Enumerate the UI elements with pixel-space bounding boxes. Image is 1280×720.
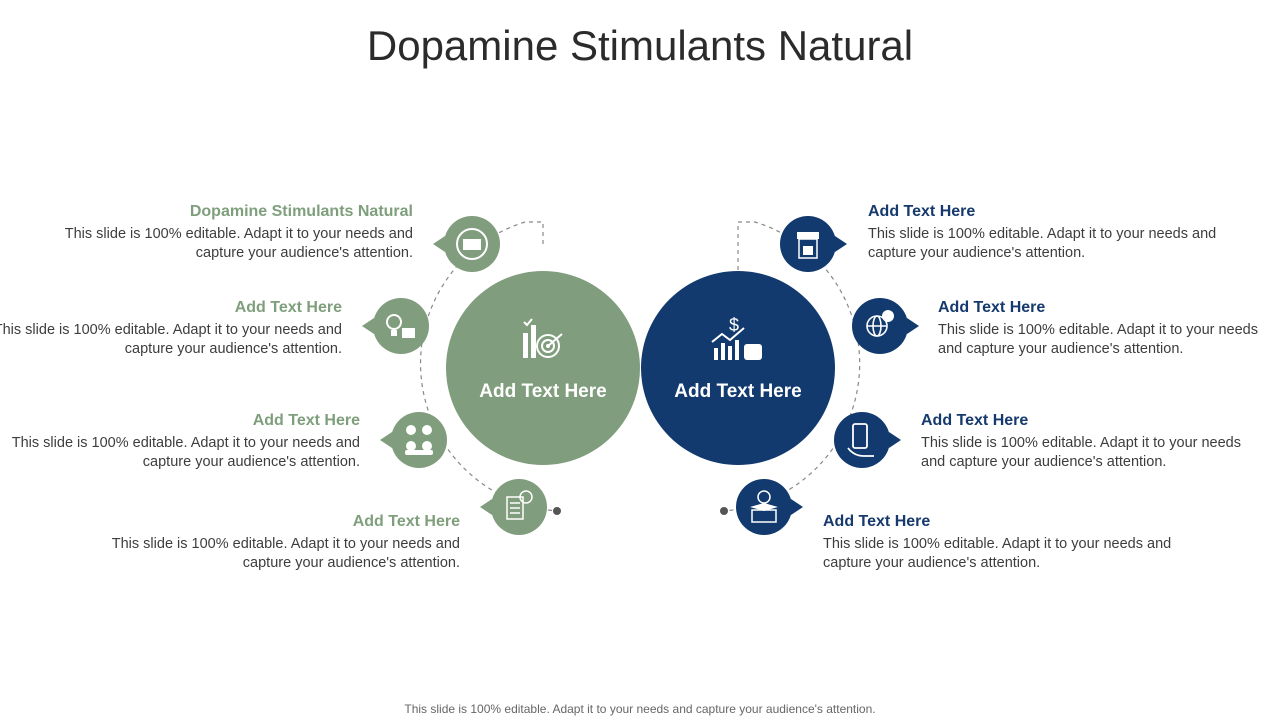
right-item-2: Add Text Here This slide is 100% editabl… [938, 298, 1268, 359]
right-item-1: Add Text Here This slide is 100% editabl… [868, 202, 1248, 263]
left-arc-end-dot [553, 507, 561, 515]
left-item-4-text: This slide is 100% editable. Adapt it to… [111, 536, 460, 571]
left-item-2-text: This slide is 100% editable. Adapt it to… [0, 322, 342, 357]
right-item-4: Add Text Here This slide is 100% editabl… [823, 512, 1203, 573]
left-marker-2 [362, 298, 429, 354]
lightbulb-money-icon [386, 314, 415, 338]
right-item-1-text: This slide is 100% editable. Adapt it to… [868, 226, 1217, 261]
left-item-2-heading: Add Text Here [234, 299, 342, 316]
svg-text:$: $ [729, 315, 739, 335]
left-item-1-heading: Dopamine Stimulants Natural [189, 203, 413, 220]
right-item-3-text: This slide is 100% editable. Adapt it to… [921, 435, 1241, 470]
left-item-4: Add Text Here This slide is 100% editabl… [80, 512, 460, 573]
right-main-circle [641, 271, 835, 465]
right-item-3-heading: Add Text Here [921, 412, 1029, 429]
right-item-1-heading: Add Text Here [868, 203, 976, 220]
right-arc-end-dot [720, 507, 728, 515]
bar-chart-target-icon [523, 318, 563, 358]
right-item-4-text: This slide is 100% editable. Adapt it to… [823, 536, 1172, 571]
left-item-3-heading: Add Text Here [252, 412, 360, 429]
team-ideas-icon [405, 425, 433, 455]
global-business-icon [866, 310, 894, 337]
right-circle-label: Add Text Here [674, 381, 802, 402]
left-main-circle [446, 271, 640, 465]
right-item-2-heading: Add Text Here [938, 299, 1046, 316]
online-shop-icon [797, 232, 819, 259]
left-item-2: Add Text Here This slide is 100% editabl… [0, 298, 342, 359]
left-marker-4 [480, 479, 547, 535]
right-item-2-text: This slide is 100% editable. Adapt it to… [938, 322, 1258, 357]
mobile-payment-icon [847, 423, 874, 457]
footer-note: This slide is 100% editable. Adapt it to… [404, 702, 876, 716]
left-item-4-heading: Add Text Here [352, 513, 460, 530]
right-item-4-heading: Add Text Here [823, 513, 931, 530]
dollar-growth-chart-icon: $ [711, 315, 762, 360]
left-item-3: Add Text Here This slide is 100% editabl… [0, 411, 360, 472]
left-item-1-text: This slide is 100% editable. Adapt it to… [64, 226, 413, 261]
money-box-icon [750, 490, 778, 523]
left-item-3-text: This slide is 100% editable. Adapt it to… [11, 435, 360, 470]
money-transfer-icon [456, 228, 488, 260]
left-item-1: Dopamine Stimulants Natural This slide i… [33, 202, 413, 263]
right-marker-3 [834, 412, 901, 468]
document-clock-icon [506, 490, 533, 520]
right-marker-1 [780, 216, 847, 272]
slide-title: Dopamine Stimulants Natural [366, 22, 914, 69]
left-marker-3 [380, 412, 447, 468]
right-item-3: Add Text Here This slide is 100% editabl… [921, 411, 1261, 472]
left-circle-label: Add Text Here [479, 381, 607, 402]
